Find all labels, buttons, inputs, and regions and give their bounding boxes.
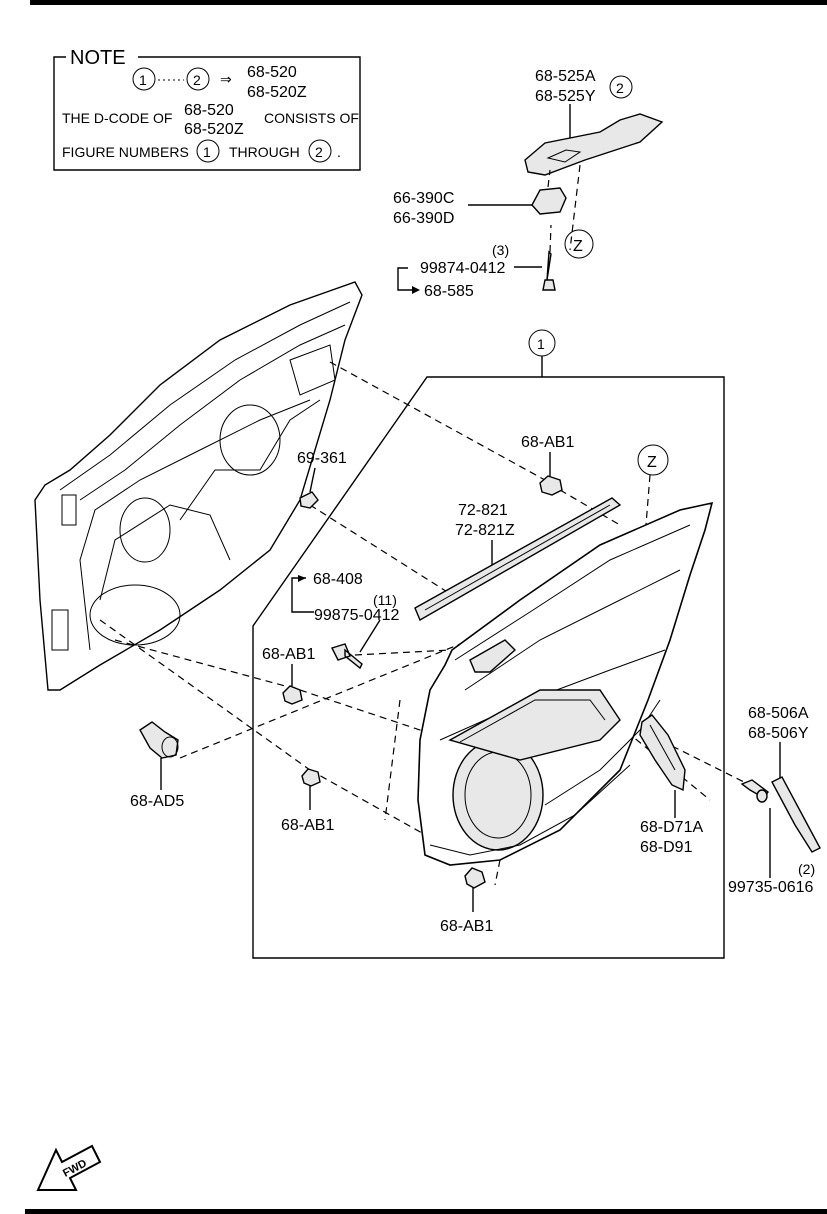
top-rule (30, 0, 827, 5)
window-switch-part (531, 187, 567, 215)
label-68-506y: 68-506Y (748, 725, 809, 742)
label-68-408: 68-408 (313, 571, 363, 588)
label-68-ab1-top: 68-AB1 (521, 434, 574, 451)
label-69-361: 69-361 (297, 450, 347, 467)
note-title: NOTE (70, 47, 126, 69)
group1-frame: 1 (252, 329, 725, 959)
label-66-390d: 66-390D (393, 210, 454, 227)
note-line3-mid: THROUGH (229, 144, 300, 160)
label-99874-0412: 99874-0412 (420, 260, 506, 277)
label-qty-2: (2) (798, 861, 815, 877)
molding-68-506a: 68-506A 68-506Y (748, 705, 821, 853)
clip-68-ab1-left: 68-AB1 (262, 646, 315, 705)
label-99875-0412: 99875-0412 (314, 607, 400, 624)
note-box: NOTE 1 2 ⇒ 68-520 68-520Z THE D-CODE OF … (53, 47, 361, 171)
label-72-821z: 72-821Z (455, 522, 515, 539)
door-shell (34, 281, 363, 691)
clip-68-ad5: 68-AD5 (130, 721, 184, 810)
note-line3-prefix: FIGURE NUMBERS (62, 144, 189, 160)
switch-panel-group: 68-525A 68-525Y 2 66-390C 66-390D (3) 99… (393, 68, 664, 300)
label-68-ab1-left: 68-AB1 (262, 646, 315, 663)
label-68-ab1-bottom: 68-AB1 (440, 918, 493, 935)
screw-99875-group: 68-408 (11) 99875-0412 (291, 571, 400, 670)
callout-group1: 1 (537, 336, 545, 352)
screw-99874-part (542, 250, 556, 291)
label-qty-11: (11) (373, 592, 397, 608)
note-line2-prefix: THE D-CODE OF (62, 110, 172, 126)
ref-z-top: Z (573, 238, 583, 255)
note-line3-fig1: 1 (203, 144, 211, 160)
screw-99735: (2) 99735-0616 (728, 779, 815, 896)
weatherstrip-72-821: 72-821 72-821Z (414, 497, 622, 622)
label-72-821: 72-821 (458, 502, 508, 519)
bottom-rule (25, 1209, 827, 1214)
label-68-ab1-low: 68-AB1 (281, 817, 334, 834)
label-68-d91: 68-D91 (640, 839, 693, 856)
ref-z-panel: Z (647, 454, 657, 471)
note-line2-code-b: 68-520Z (184, 121, 244, 138)
note-line3-end: . (337, 144, 341, 160)
clip-68-ab1-bottom: 68-AB1 (440, 867, 493, 935)
clip-68-ab1-top: 68-AB1 (521, 434, 574, 496)
label-68-d71a: 68-D71A (640, 819, 703, 836)
label-68-ad5: 68-AD5 (130, 793, 184, 810)
label-68-525a: 68-525A (535, 68, 596, 85)
note-fig1: 1 (139, 72, 147, 88)
note-code-b: 68-520Z (247, 84, 307, 101)
label-66-390c: 66-390C (393, 190, 454, 207)
door-trim-panel (417, 501, 714, 866)
label-68-506a: 68-506A (748, 705, 809, 722)
clip-68-ab1-low: 68-AB1 (281, 768, 334, 834)
note-line2-code-a: 68-520 (184, 102, 234, 119)
label-99735-0616: 99735-0616 (728, 879, 814, 896)
note-fig2: 2 (193, 72, 201, 88)
handle-68-d71a: 68-D71A 68-D91 (639, 714, 703, 856)
label-qty-3: (3) (492, 242, 509, 258)
note-line2-suffix: CONSISTS OF (264, 110, 359, 126)
callout-group2: 2 (616, 80, 624, 96)
switch-panel-part (524, 113, 664, 176)
note-arrow: ⇒ (220, 71, 232, 87)
note-code-a: 68-520 (247, 64, 297, 81)
clip-69-361: 69-361 (297, 450, 347, 509)
fwd-arrow-icon: FWD (36, 1144, 102, 1191)
label-68-525y: 68-525Y (535, 88, 596, 105)
note-line3-fig2: 2 (315, 144, 323, 160)
label-68-585: 68-585 (424, 283, 474, 300)
